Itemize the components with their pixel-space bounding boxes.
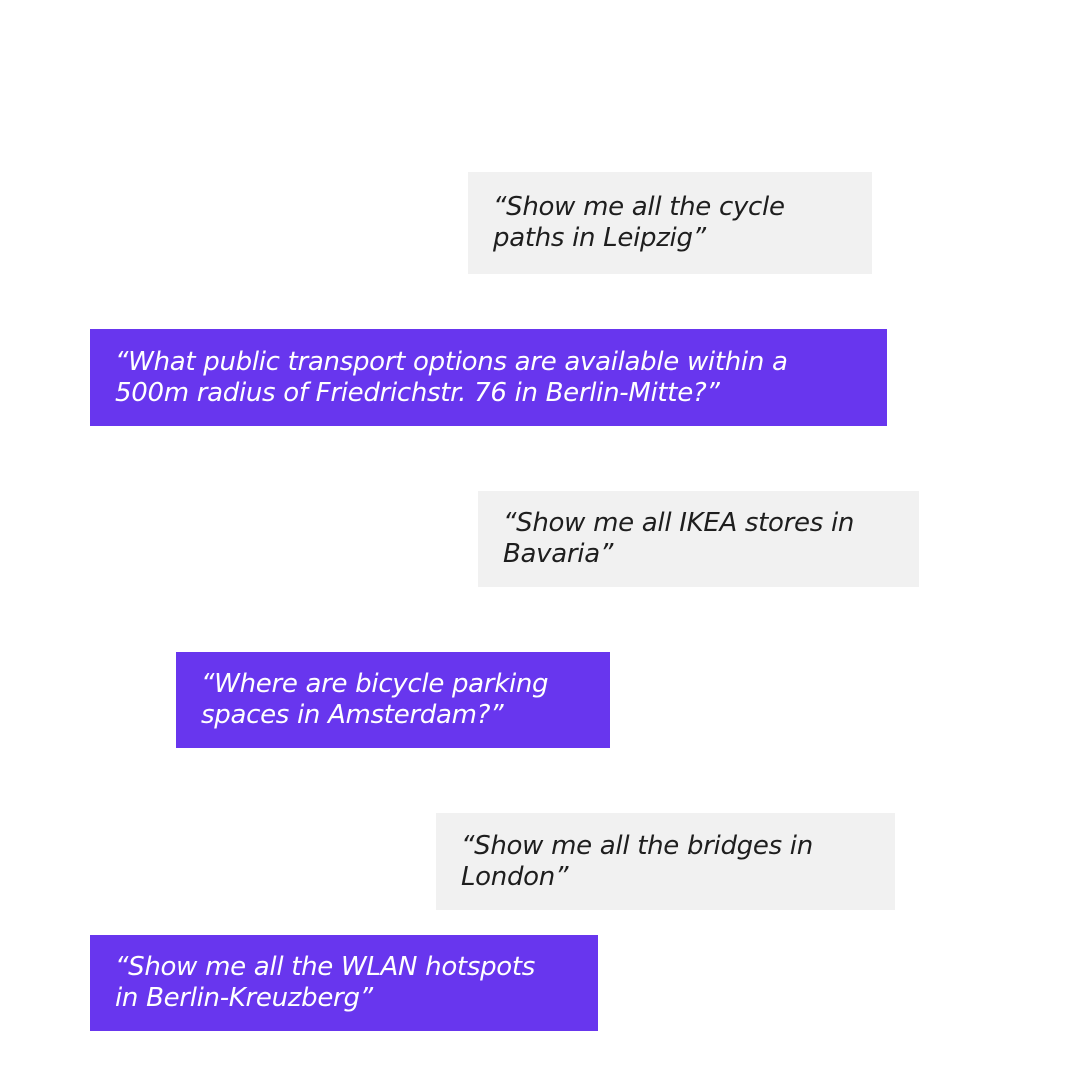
query-bubble-bridges: “Show me all the bridges in London” — [436, 813, 895, 910]
query-bubble-wlan-hotspots: “Show me all the WLAN hotspots in Berlin… — [90, 935, 598, 1031]
query-text: “Show me all IKEA stores in Bavaria” — [503, 508, 855, 569]
query-text: “Where are bicycle parking spaces in Ams… — [201, 669, 549, 730]
query-bubble-cycle-paths: “Show me all the cycle paths in Leipzig” — [468, 172, 872, 274]
query-text: “Show me all the WLAN hotspots in Berlin… — [115, 952, 536, 1013]
query-text: “What public transport options are avail… — [115, 346, 788, 408]
query-bubble-bicycle-parking: “Where are bicycle parking spaces in Ams… — [176, 652, 610, 748]
query-bubble-public-transport: “What public transport options are avail… — [90, 329, 887, 426]
query-text: “Show me all the cycle paths in Leipzig” — [493, 192, 785, 253]
query-text: “Show me all the bridges in London” — [461, 830, 813, 892]
query-bubble-ikea-stores: “Show me all IKEA stores in Bavaria” — [478, 491, 919, 587]
